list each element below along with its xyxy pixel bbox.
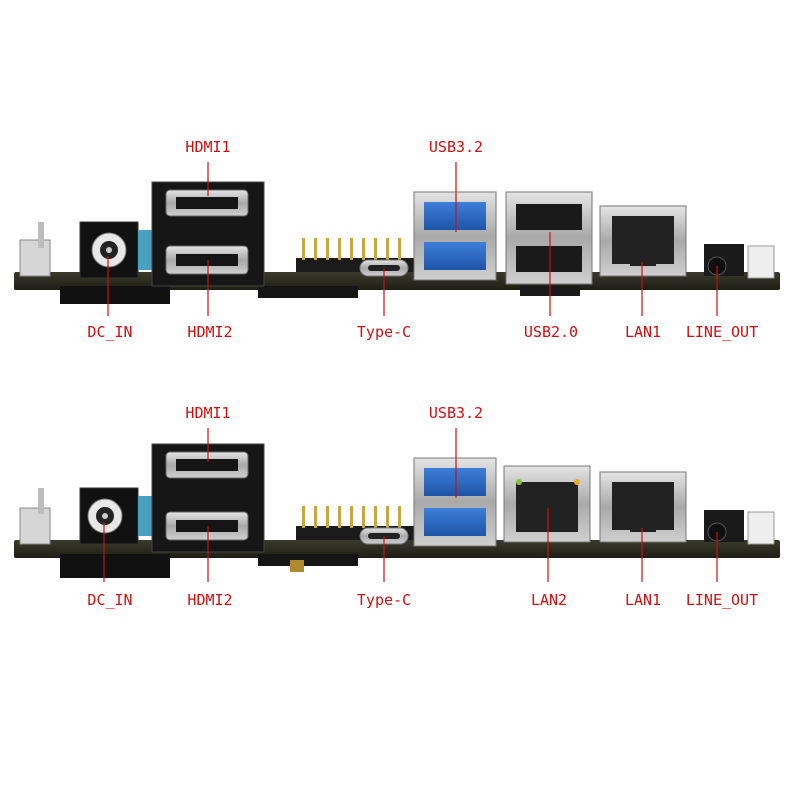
usb2-stack	[505, 191, 593, 285]
label-hdmi1: HDMI1	[185, 404, 230, 422]
label-dc-in: DC_IN	[87, 323, 132, 341]
lan1-port	[599, 205, 687, 277]
lan1-port	[599, 471, 687, 543]
bracket-tab	[38, 222, 44, 248]
label-lan2: LAN2	[531, 591, 567, 609]
line-out-jack	[704, 244, 775, 279]
label-lan1: LAN1	[625, 323, 661, 341]
leader-lines	[103, 428, 718, 582]
bracket	[19, 239, 51, 277]
bracket-tab	[38, 488, 44, 514]
bracket	[19, 507, 51, 545]
hdmi-stack	[151, 443, 265, 553]
underside-component	[290, 560, 304, 572]
usb3-stack	[413, 191, 497, 281]
dc-in-jack	[79, 221, 152, 279]
lan2-port	[503, 465, 591, 543]
label-dc-in: DC_IN	[87, 591, 132, 609]
label-type-c: Type-C	[357, 591, 411, 609]
label-hdmi1: HDMI1	[185, 138, 230, 156]
usb3-stack	[413, 457, 497, 547]
label-type-c: Type-C	[357, 323, 411, 341]
underside-component	[258, 554, 358, 566]
board-2: HDMI1 USB3.2 DC_IN HDMI2 Type-C LAN2 LAN…	[14, 404, 780, 609]
leader-lines	[107, 162, 718, 316]
underside-component	[258, 286, 358, 298]
underside-component	[60, 286, 170, 304]
label-hdmi2: HDMI2	[187, 591, 232, 609]
label-line-out: LINE_OUT	[686, 323, 758, 341]
label-usb3: USB3.2	[429, 404, 483, 422]
dc-in-jack	[79, 487, 152, 545]
label-usb2: USB2.0	[524, 323, 578, 341]
label-lan1: LAN1	[625, 591, 661, 609]
line-out-jack	[704, 510, 775, 545]
label-line-out: LINE_OUT	[686, 591, 758, 609]
underside-component	[60, 554, 170, 578]
label-hdmi2: HDMI2	[187, 323, 232, 341]
board-1: HDMI1 USB3.2 DC_IN HDMI2 Type-C USB2.0 L…	[14, 138, 780, 341]
label-usb3: USB3.2	[429, 138, 483, 156]
